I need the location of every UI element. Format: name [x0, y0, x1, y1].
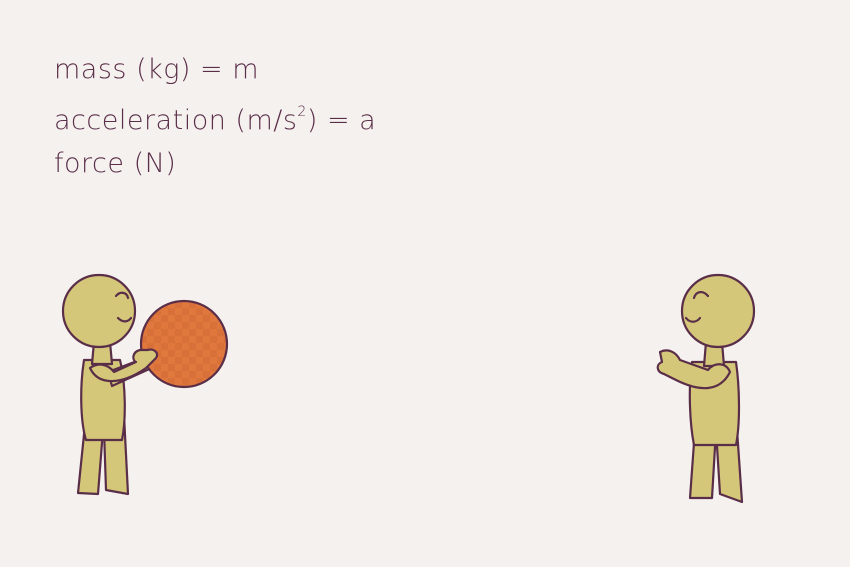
acceleration-label: acceleration (m/s2) = a — [54, 91, 376, 142]
force-label: force (N) — [54, 148, 177, 179]
mass-label: mass (kg) = m — [54, 54, 260, 85]
left-person-icon — [61, 273, 158, 496]
variable-labels: mass (kg) = m acceleration (m/s2) = a fo… — [54, 48, 376, 185]
left-person-arm — [88, 348, 159, 383]
acceleration-label-tail: ) = a — [306, 105, 377, 136]
ball-icon — [139, 299, 229, 389]
acceleration-label-text: acceleration (m/s — [54, 105, 298, 136]
right-person-icon — [656, 273, 756, 504]
acceleration-exponent: 2 — [297, 104, 307, 120]
